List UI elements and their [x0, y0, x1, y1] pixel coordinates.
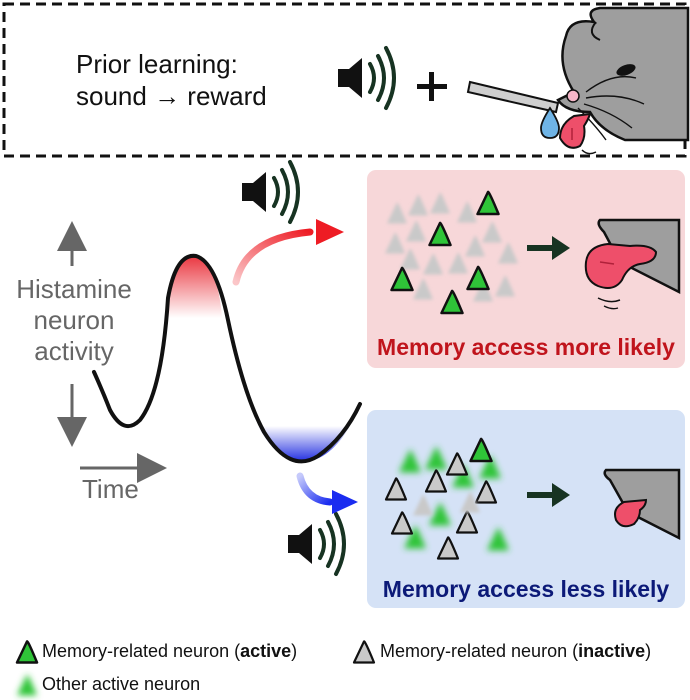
other-active-neuron — [399, 449, 421, 473]
inactive-neuron — [390, 511, 414, 535]
active-neuron — [428, 221, 452, 247]
inactive-neuron — [495, 275, 515, 297]
speaker-icon-lower — [286, 512, 346, 576]
y-axis-label-line2: neuron — [33, 305, 115, 335]
x-axis-label: Time — [82, 474, 139, 504]
legend-active-suffix: ) — [291, 641, 298, 661]
red-arrow — [232, 228, 314, 286]
inactive-neuron — [498, 242, 518, 264]
legend-inactive-prefix: Memory-related neuron ( — [380, 641, 579, 661]
inactive-neuron — [413, 278, 433, 300]
tongue-small-icon — [603, 468, 681, 541]
inactive-neuron — [436, 536, 460, 560]
legend-inactive: Memory-related neuron (inactive) — [380, 641, 651, 662]
inactive-neuron — [474, 480, 498, 504]
prior-learning-line2: sound → reward — [76, 81, 267, 111]
legend-inactive-suffix: ) — [645, 641, 652, 661]
legend-inactive-bold: inactive — [578, 641, 646, 661]
peak-highlight — [165, 257, 222, 318]
activity-curve — [92, 253, 362, 464]
red-arrowhead — [316, 219, 344, 245]
mouse-head-icon — [556, 6, 690, 155]
inactive-neuron — [413, 494, 433, 516]
prior-learning-label: Prior learning: sound → reward — [76, 48, 267, 112]
blue-arrow — [296, 472, 334, 506]
caption-more-likely: Memory access more likely — [377, 334, 675, 360]
caption-less-likely: Memory access less likely — [382, 576, 670, 602]
active-neuron — [440, 289, 464, 315]
inactive-neuron — [384, 477, 408, 501]
other-active-neuron — [487, 527, 509, 551]
arrow-to-tongue-high — [527, 236, 570, 260]
other-active-neuron — [452, 464, 474, 488]
inactive-neuron — [448, 252, 468, 274]
speaker-icon-upper — [240, 160, 300, 224]
tongue-out-icon — [584, 218, 681, 310]
legend-active-bold: active — [240, 641, 292, 661]
inactive-neuron — [408, 194, 428, 216]
inactive-neuron — [424, 469, 448, 493]
other-active-neuron — [479, 455, 501, 479]
inactive-neuron — [387, 202, 407, 224]
legend-active: Memory-related neuron (active) — [42, 641, 297, 662]
inactive-neuron — [473, 280, 493, 302]
legend-active-neuron-icon — [15, 640, 39, 664]
blue-arrowhead — [332, 490, 358, 514]
inactive-neuron — [482, 221, 502, 243]
inactive-neuron — [465, 235, 485, 257]
water-drop-icon — [540, 106, 560, 139]
arrow-to-tongue-low — [527, 483, 570, 507]
legend-other-label: Other active neuron — [42, 674, 201, 694]
active-neuron — [466, 265, 490, 291]
inactive-neuron — [430, 192, 450, 214]
inactive-neuron — [406, 220, 426, 242]
other-active-neuron — [429, 502, 451, 526]
other-active-neuron — [404, 525, 426, 549]
prior-learning-line1: Prior learning: — [76, 49, 238, 79]
inactive-neuron — [445, 452, 469, 476]
legend-inactive-neuron-icon — [352, 640, 376, 664]
legend-active-prefix: Memory-related neuron ( — [42, 641, 241, 661]
legend-other: Other active neuron — [42, 674, 200, 695]
plus-sign — [417, 72, 447, 101]
speaker-icon — [336, 46, 396, 110]
y-axis-label-line1: Histamine — [16, 274, 132, 304]
inactive-neuron — [385, 232, 405, 254]
inactive-neuron — [460, 491, 480, 513]
inactive-neuron — [423, 253, 443, 275]
neuron-cluster-high — [385, 190, 518, 315]
y-axis-label-line3: activity — [34, 336, 114, 366]
lick-spout-icon — [466, 80, 560, 114]
active-neuron — [469, 437, 493, 463]
neuron-cluster-low — [384, 437, 509, 560]
inactive-neuron — [400, 248, 420, 270]
active-neuron — [390, 266, 414, 292]
other-active-neuron — [425, 446, 447, 470]
inactive-neuron — [457, 201, 477, 223]
active-neuron — [476, 190, 500, 216]
y-axis-label: Histamine neuron activity — [0, 274, 148, 367]
legend-other-neuron-icon — [17, 674, 37, 696]
